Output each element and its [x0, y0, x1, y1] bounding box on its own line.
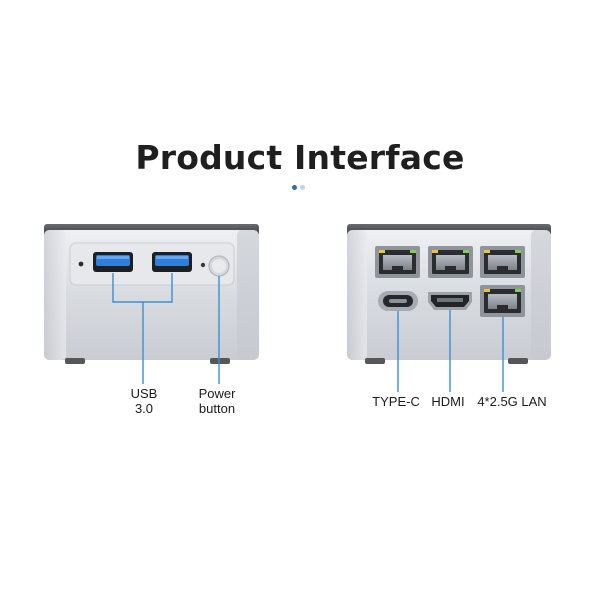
front-right-edge [237, 230, 259, 360]
indicator-dot-primary [292, 185, 297, 190]
usb-label-line2: 3.0 [134, 401, 154, 416]
power-button-icon [208, 255, 230, 277]
rear-callout-lines [397, 310, 504, 392]
page-title: Product Interface [135, 138, 465, 177]
power-label-line1: Power [198, 386, 236, 401]
power-label: Power button [190, 386, 244, 416]
front-panel-device [44, 224, 259, 384]
hdmi-port-icon [428, 292, 472, 310]
ethernet-port-icon [480, 285, 525, 317]
ethernet-port-icon [428, 246, 473, 278]
usb-c-port-icon [378, 291, 418, 311]
ethernet-port-icon [480, 246, 525, 278]
type-c-label: TYPE-C [372, 394, 420, 409]
rear-right-edge [531, 230, 551, 360]
rear-foot-right [508, 358, 528, 364]
front-led-icon [78, 261, 84, 267]
front-hole-icon [200, 262, 206, 268]
usb-a-port-icon [93, 252, 133, 272]
rear-foot-left [365, 358, 385, 364]
front-foot-left [65, 358, 85, 364]
power-label-line2: button [198, 401, 236, 416]
usb-label: USB 3.0 [124, 386, 164, 416]
rear-left-edge [347, 230, 367, 360]
indicator-dot-secondary [300, 185, 305, 190]
front-foot-right [210, 358, 230, 364]
hdmi-label: HDMI [431, 394, 465, 409]
usb-label-line1: USB [130, 386, 158, 401]
lan-label: 4*2.5G LAN [477, 394, 547, 409]
front-callout-lines [112, 273, 220, 384]
ethernet-port-icon [375, 246, 420, 278]
front-left-edge [44, 230, 66, 360]
rear-panel-device [347, 224, 551, 392]
usb-a-port-icon [152, 252, 192, 272]
title-indicator [292, 185, 310, 191]
